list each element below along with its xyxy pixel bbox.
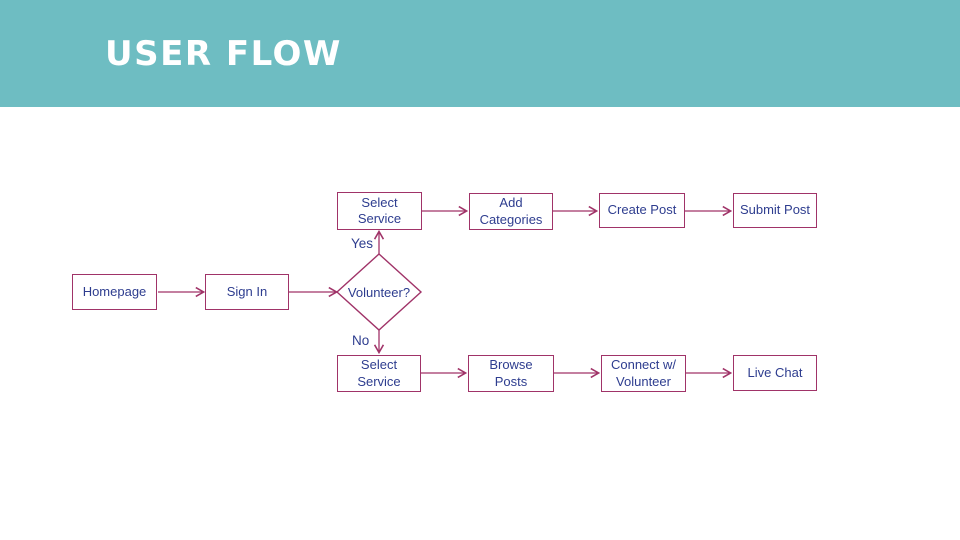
- node-add-categories: Add Categories: [469, 193, 553, 230]
- node-select-service-yes: Select Service: [337, 192, 422, 230]
- page-title: USER FLOW: [105, 34, 342, 74]
- node-sign-in: Sign In: [205, 274, 289, 310]
- branch-label-yes: Yes: [351, 236, 374, 251]
- node-select-service-no: Select Service: [337, 355, 421, 392]
- node-homepage: Homepage: [72, 274, 157, 310]
- header-band: USER FLOW: [0, 0, 960, 107]
- node-live-chat: Live Chat: [733, 355, 817, 391]
- node-create-post: Create Post: [599, 193, 685, 228]
- node-browse-posts: Browse Posts: [468, 355, 554, 392]
- node-connect-volunteer: Connect w/ Volunteer: [601, 355, 686, 392]
- node-volunteer-decision: Volunteer?: [347, 284, 411, 300]
- node-submit-post: Submit Post: [733, 193, 817, 228]
- branch-label-no: No: [352, 333, 370, 348]
